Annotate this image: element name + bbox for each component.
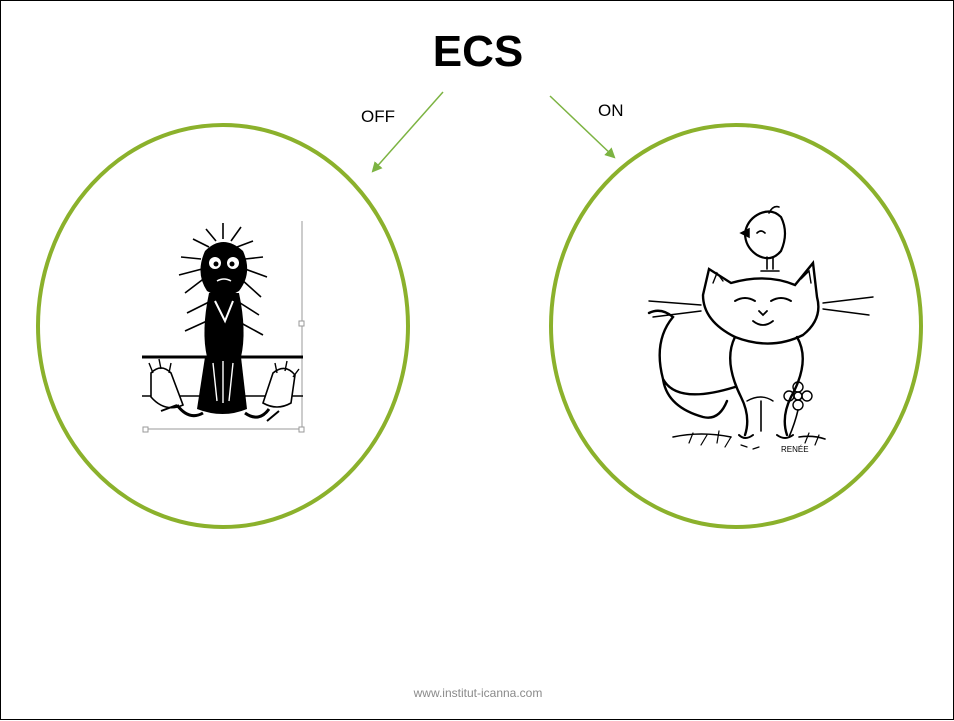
diagram-title: ECS	[432, 27, 524, 76]
footer-url: www.institut-icanna.com	[413, 686, 543, 700]
arrow-on	[549, 95, 616, 159]
circle-on	[549, 123, 923, 529]
arrow-off	[371, 91, 444, 173]
branch-label-off: OFF	[361, 107, 395, 126]
illustration-signature: RENÉE	[781, 445, 809, 454]
branch-label-on: ON	[598, 101, 624, 120]
stressed-cat-illustration	[142, 221, 305, 433]
circle-off	[36, 123, 410, 529]
happy-cat-with-bird-illustration	[647, 205, 874, 450]
